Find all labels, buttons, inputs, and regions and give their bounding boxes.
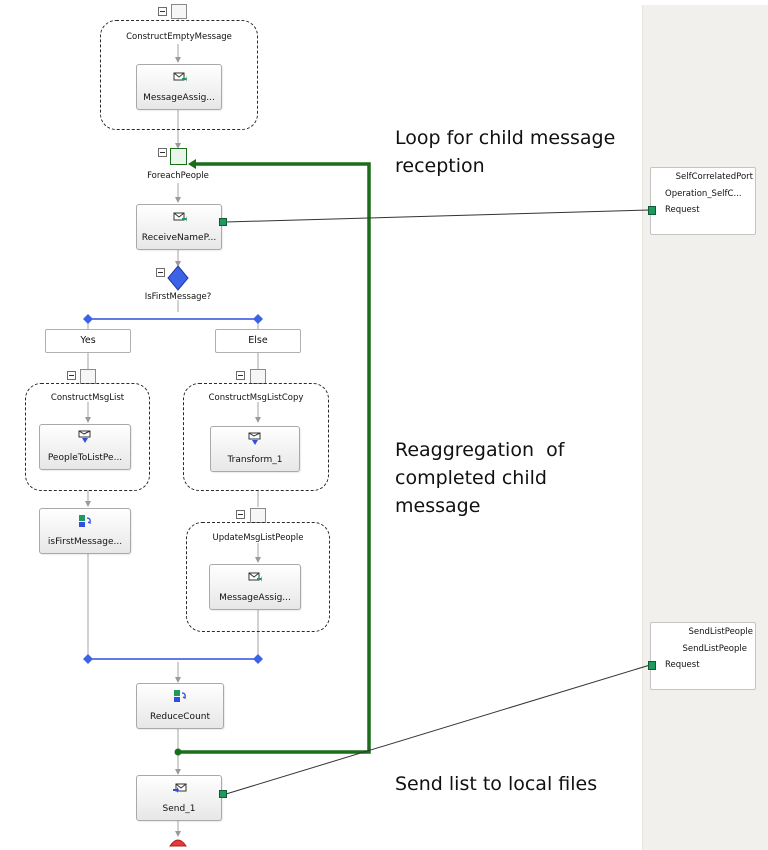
update-list-collapse[interactable] (236, 510, 245, 519)
receive-port-connector[interactable] (219, 218, 227, 226)
decision-branch-bars (83, 314, 263, 664)
decide-label: IsFirstMessage? (144, 292, 212, 302)
people-to-list-shape[interactable]: PeopleToListPe... (39, 424, 131, 470)
message-assign-label-1: MessageAssig... (143, 93, 215, 103)
construct-list-collapse[interactable] (67, 371, 76, 380)
reaggregation-annotation: Reaggregation of completed child message (395, 436, 564, 520)
branch-else[interactable]: Else (215, 329, 301, 353)
end-shape (169, 839, 187, 847)
loop-annotation: Loop for child message reception (395, 124, 615, 180)
construct-list-copy-icon (250, 369, 266, 384)
message-assign-label-2: MessageAssig... (219, 593, 291, 603)
receive-label: ReceiveNameP... (141, 233, 217, 243)
is-first-expression-label: isFirstMessage... (47, 537, 123, 547)
send-label: Send_1 (162, 804, 196, 814)
transform-label: Transform_1 (227, 455, 283, 465)
transform-icon (248, 432, 261, 445)
loop-annotation-line2: reception (395, 155, 485, 177)
port1-request-connector[interactable] (648, 206, 656, 215)
port1-request: Request (665, 205, 700, 215)
construct-list-icon (80, 369, 96, 384)
port-surface (642, 5, 768, 850)
message-assign-shape-1[interactable]: MessageAssig... (136, 64, 222, 110)
send-annotation: Send list to local files (395, 773, 598, 795)
collapse-toggle[interactable] (158, 7, 167, 16)
construct-list-copy-collapse[interactable] (236, 371, 245, 380)
construct-empty-scope[interactable] (100, 20, 258, 130)
message-assign-icon (173, 72, 187, 82)
update-list-scope[interactable] (186, 522, 330, 632)
port1-operation: Operation_SelfC... (665, 189, 742, 199)
receive-shape[interactable]: ReceiveNameP... (136, 204, 222, 250)
port2-request-connector[interactable] (648, 661, 656, 670)
update-list-label: UpdateMsgListPeople (212, 533, 304, 543)
receive-port-link (225, 209, 651, 223)
reduce-count-label: ReduceCount (149, 712, 211, 722)
reduce-count-shape[interactable]: ReduceCount (136, 683, 224, 729)
expression-icon (79, 515, 91, 527)
send-icon (173, 783, 187, 793)
port1-name: SelfCorrelatedPort (675, 172, 753, 182)
message-assign-icon (248, 572, 262, 582)
port-self-correlated[interactable]: SelfCorrelatedPort Operation_SelfC... Re… (648, 167, 756, 235)
loop-back-line (178, 162, 371, 754)
send-shape[interactable]: Send_1 (136, 775, 222, 821)
construct-list-copy-label: ConstructMsgListCopy (208, 393, 304, 403)
construct-empty-label: ConstructEmptyMessage (126, 32, 232, 42)
construct-list-scope[interactable] (25, 383, 150, 491)
people-to-list-label: PeopleToListPe... (47, 453, 123, 463)
send-port-connector[interactable] (219, 790, 227, 798)
reaggregation-line3: message (395, 495, 481, 517)
loop-collapse-toggle[interactable] (158, 148, 167, 157)
transform-icon (78, 430, 91, 443)
port2-operation: SendListPeople (682, 644, 747, 654)
expression-icon (174, 690, 186, 702)
reaggregation-line2: completed child (395, 467, 547, 489)
decide-collapse-toggle[interactable] (156, 268, 165, 277)
construct-list-copy-scope[interactable] (183, 383, 329, 491)
update-list-icon (250, 508, 266, 523)
decide-diamond (167, 265, 189, 291)
receive-icon (173, 212, 187, 222)
port2-name: SendListPeople (688, 627, 753, 637)
reaggregation-line1: Reaggregation of (395, 439, 565, 461)
port2-request: Request (665, 660, 700, 670)
is-first-expression-shape[interactable]: isFirstMessage... (39, 508, 131, 554)
loop-icon[interactable] (170, 148, 187, 165)
construct-list-label: ConstructMsgList (50, 393, 125, 403)
branch-yes[interactable]: Yes (45, 329, 131, 353)
loop-label: ForeachPeople (147, 171, 209, 181)
construct-icon (171, 4, 187, 19)
loop-annotation-line1: Loop for child message (395, 127, 616, 149)
send-port-link (225, 664, 651, 795)
port-send-list-people[interactable]: SendListPeople SendListPeople Request (648, 622, 756, 690)
transform-shape[interactable]: Transform_1 (210, 426, 300, 472)
message-assign-shape-2[interactable]: MessageAssig... (209, 564, 301, 610)
